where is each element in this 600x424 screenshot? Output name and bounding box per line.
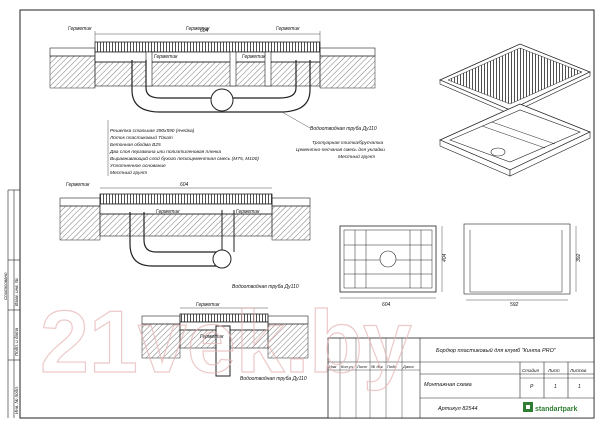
dim-side-width: 592 — [510, 302, 519, 308]
strip-label-1: Инв. № подл. — [14, 386, 19, 414]
iso-tray — [439, 103, 591, 177]
layer-6: Уплотненное основание — [110, 163, 166, 169]
iso-grate — [439, 43, 591, 115]
col-sheet: Лист — [547, 368, 560, 373]
plan-view: 604 404 — [339, 225, 448, 308]
label-germetik-3b: Герметик — [200, 334, 224, 340]
brand-name: standartpark — [535, 406, 578, 413]
right-layer-2: Цементно-песчаная смесь для укладки — [296, 147, 385, 153]
layer-callouts: Решетка стальная 390х590 (ячейка) Лоток … — [107, 120, 259, 176]
rev-col-izm: Изм — [329, 364, 337, 369]
section-3: Герметик Герметик Водоотводная труба Ду1… — [141, 302, 309, 382]
label-pipe-2: Водоотводная труба Ду110 — [232, 284, 299, 290]
plan-drain-hole — [379, 250, 397, 268]
col-sheets: Листов — [569, 368, 587, 373]
strip-label-3: Взам. инв. № — [14, 278, 19, 306]
label-germetik-1b: Герметик — [186, 26, 210, 32]
layer-2: Лоток пластиковый Тйкат — [109, 134, 173, 141]
dim-side-height: 392 — [576, 253, 582, 262]
label-pipe-3: Водоотводная труба Ду110 — [240, 376, 307, 382]
revision-table: Изм Кол.уч Лист № док Подп Дата — [328, 338, 420, 418]
layer-5: Выравнивающий слой бухого пескоцементная… — [110, 155, 259, 162]
label-germetik-1d: Герметик — [154, 54, 178, 60]
pipe-u-section-1 — [131, 60, 311, 113]
rev-col-kol: Кол.уч — [341, 364, 353, 369]
strip-label-4: Согласовано — [3, 272, 8, 300]
drawing-subtitle: Монтажная схема — [424, 382, 472, 388]
strip-label-2: Подп. и дата — [14, 327, 19, 356]
title-block: Изм Кол.уч Лист № док Подп Дата Бордюр п… — [327, 337, 595, 419]
label-germetik-1a: Герметик — [68, 26, 92, 32]
sheet-frame — [19, 9, 595, 419]
sheets-value: 1 — [578, 384, 581, 390]
label-germetik-2b: Герметик — [156, 209, 180, 215]
tray-section-2 — [99, 193, 273, 205]
layer-7: Местный грунт — [110, 169, 147, 176]
right-layer-1: Тротуарная плитка/брусчатка — [312, 140, 383, 146]
sheet-value: 1 — [554, 384, 557, 390]
rev-col-podp: Подп — [387, 364, 397, 369]
right-layer-callouts: Тротуарная плитка/брусчатка Цементно-пес… — [296, 140, 385, 160]
label-germetik-3a: Герметик — [196, 302, 220, 308]
label-germetik-2a: Герметик — [66, 182, 90, 188]
dim-tray-width-1: 604 — [200, 28, 209, 34]
pavement-left — [49, 47, 96, 57]
label-germetik-1e: Герметик — [242, 54, 266, 60]
rev-col-doc: № док — [371, 364, 384, 369]
label-germetik-1c: Герметик — [276, 26, 300, 32]
label-pipe-1: Водоотводная труба Ду110 — [310, 126, 377, 132]
col-stage: Стадия — [522, 368, 539, 373]
label-germetik-2c: Герметик — [236, 209, 260, 215]
pipe-elbow-section-2 — [129, 212, 222, 267]
section-1: 604 Герметик Герметик Герметик Герметик … — [49, 26, 385, 176]
layer-3: Бетонная обойма В25 — [110, 141, 161, 148]
watermark: 21vek.by — [40, 292, 412, 391]
brand-logo: standartpark — [523, 402, 578, 413]
side-view: 592 392 — [463, 223, 582, 308]
layer-4: Два слоя пергамина или полиэтиленовая пл… — [109, 149, 221, 155]
section-2: 604 Герметик Герметик Герметик Водоотвод… — [59, 182, 311, 290]
dim-plan-height: 404 — [442, 253, 448, 262]
dim-plan-width: 604 — [382, 302, 391, 308]
stage-value: Р — [530, 384, 534, 390]
tray-section-1 — [94, 41, 321, 53]
right-layer-3: Местный грунт — [338, 153, 375, 160]
pipe-vertical-section-3 — [215, 325, 231, 377]
left-margin-strip: Инв. № подл. Подп. и дата Взам. инв. № С… — [3, 189, 20, 418]
article-number: Артикул 82544 — [437, 406, 478, 412]
rev-col-date: Дата — [402, 364, 414, 369]
drawing-title: Бордюр пластиковый для клумб "Кинта PRO" — [436, 347, 557, 354]
pipe-outlet-section-2 — [212, 249, 232, 269]
dim-tray-width-2: 604 — [180, 182, 189, 188]
pipe-outlet-section-1 — [210, 88, 234, 112]
rev-col-list: Лист — [356, 364, 368, 369]
layer-1: Решетка стальная 390х590 (ячейка) — [110, 127, 195, 134]
